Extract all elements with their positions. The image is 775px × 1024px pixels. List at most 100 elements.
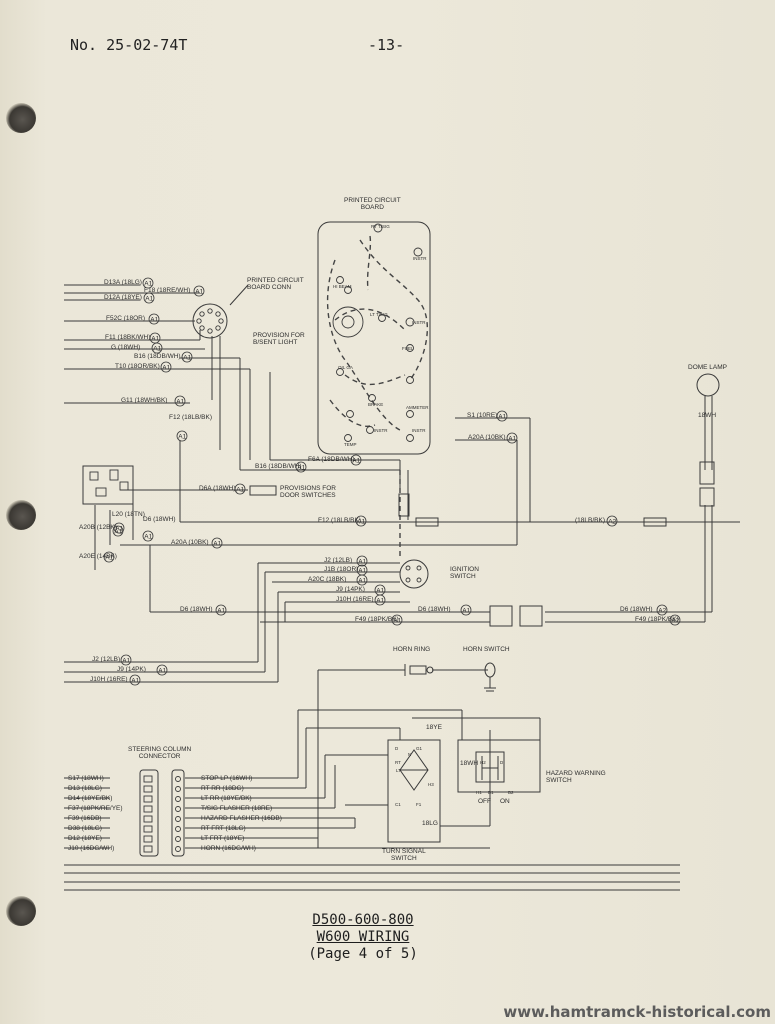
wire-label: J2 (12LB) bbox=[92, 656, 121, 663]
hazard-switch-symbol bbox=[457, 739, 541, 793]
connector-pin-label: A2 bbox=[608, 518, 616, 525]
horn-ring-symbol bbox=[404, 664, 434, 676]
title-line-1: D500-600-800 bbox=[312, 912, 414, 928]
connector-pin-label: A1 bbox=[358, 558, 366, 565]
connector-pin-label: A1 bbox=[217, 607, 225, 614]
steering-left-wire-label: D13 (18LG) bbox=[68, 785, 102, 792]
dome-lamp-label: DOME LAMP bbox=[688, 364, 728, 371]
pcb-terminal-label: BRAKE bbox=[368, 402, 384, 407]
wire-label: 18WH bbox=[460, 760, 479, 767]
turn-signal-pin-label: H3 bbox=[428, 782, 434, 787]
steering-column-connector bbox=[139, 769, 185, 857]
connector-pin-marker bbox=[112, 525, 124, 537]
connector-pin-label: A1 bbox=[376, 587, 384, 594]
connector-pin-label: A1 bbox=[144, 533, 152, 540]
steering-left-wire-label: J10 (16DG/WH) bbox=[68, 845, 115, 852]
door-switch-connector bbox=[249, 485, 277, 496]
steering-right-wire-label: RT FRT (18LG) bbox=[201, 825, 246, 832]
steering-left-wire-label: D38 (18LG) bbox=[68, 825, 102, 832]
connector-pin-marker bbox=[356, 555, 368, 567]
connector-pin-marker bbox=[142, 277, 154, 289]
connector-pin-marker bbox=[606, 515, 618, 527]
horn-ring-label: HORN RING bbox=[393, 646, 431, 653]
turn-signal-switch-label: TURN SIGNAL SWITCH bbox=[382, 848, 426, 863]
connector-pin-marker bbox=[350, 454, 362, 466]
pcb-label: PRINTED CIRCUIT BOARD bbox=[344, 197, 401, 212]
connector-pin-label: A1 bbox=[158, 667, 166, 674]
hazard-pin-label: H1 bbox=[476, 790, 482, 795]
hazard-pin-label: H2 bbox=[480, 760, 486, 765]
connector-pin-label: A1 bbox=[393, 617, 401, 624]
hazard-pin-label: OFF bbox=[478, 798, 491, 805]
wire-label: D13A (18LG) bbox=[104, 279, 142, 286]
connector-pin-label: A1 bbox=[195, 288, 203, 295]
wire-label: J1B (18OR) bbox=[324, 566, 359, 573]
connector-pin-label: A2 bbox=[658, 607, 666, 614]
connector-pin-marker bbox=[176, 430, 188, 442]
connector-pin-label: A1 bbox=[122, 657, 130, 664]
connector-pin-label: A1 bbox=[462, 607, 470, 614]
pcb-terminal-label: LT T/SIG bbox=[370, 312, 388, 317]
steering-right-wire-label: LT RR (18YE/BK) bbox=[201, 795, 252, 802]
connector-pin-marker bbox=[355, 515, 367, 527]
connector-pin-marker bbox=[129, 674, 141, 686]
turn-signal-pin-label: C1 bbox=[395, 802, 401, 807]
connector-pin-marker bbox=[506, 432, 518, 444]
connector-pin-marker bbox=[460, 604, 472, 616]
connector-pin-label: A1 bbox=[151, 335, 159, 342]
connector-pin-marker bbox=[193, 285, 205, 297]
steering-left-wire-label: S17 (18WH) bbox=[68, 775, 104, 782]
connector-pin-label: A1 bbox=[236, 486, 244, 493]
steering-right-wire-label: HORN (16DG/WH) bbox=[201, 845, 256, 852]
watermark: www.hamtramck-historical.com bbox=[503, 1003, 771, 1021]
pcb-terminal-label: INSTR bbox=[374, 428, 388, 433]
connector-pin-label: A1 bbox=[176, 398, 184, 405]
connector-pin-marker bbox=[148, 313, 160, 325]
pcb-terminal-label: INSTR bbox=[412, 320, 426, 325]
connector-pin-marker bbox=[211, 537, 223, 549]
wire-label: F12 (18LB/BK) bbox=[318, 517, 361, 524]
wire-label: A20A (10BK) bbox=[171, 539, 209, 546]
steering-right-wire-label: T/SIG FLASHER (18RE) bbox=[201, 805, 273, 812]
connector-pin-marker bbox=[151, 342, 163, 354]
wire-label: J10H (16RE) bbox=[90, 676, 128, 683]
wire-label: T10 (18OR/BK) bbox=[115, 363, 160, 370]
connector-pin-label: A1 bbox=[376, 597, 384, 604]
hazard-pin-label: ON bbox=[500, 798, 510, 805]
pcb-terminal-label: HI BEAM bbox=[333, 284, 352, 289]
hazard-pin-label: D bbox=[500, 760, 504, 765]
connector-pin-marker bbox=[356, 574, 368, 586]
wire-label: A20A (10BK) bbox=[468, 434, 506, 441]
wire-label: A20B (12BK) bbox=[79, 524, 117, 531]
ignition-switch-symbol bbox=[399, 470, 429, 589]
inline-connector bbox=[519, 605, 543, 627]
connector-pin-label: A1 bbox=[357, 518, 365, 525]
steering-column-label: STEERING COLUMN CONNECTOR bbox=[128, 746, 192, 761]
steering-right-wire-label: RT RR (18DG) bbox=[201, 785, 244, 792]
provision-light-label: PROVISION FOR B/SENT LIGHT bbox=[253, 332, 305, 347]
binder-hole bbox=[6, 896, 36, 926]
connector-pin-marker bbox=[295, 461, 307, 473]
connector-pin-label: A1 bbox=[498, 413, 506, 420]
ignition-switch-label: IGNITION SWITCH bbox=[450, 566, 479, 581]
connector-pin-label: A2 bbox=[671, 617, 679, 624]
horn-switch-label: HORN SWITCH bbox=[463, 646, 510, 653]
wire-label: F49 (18PK/BK) bbox=[635, 616, 679, 623]
wire-label: B16 (18DB/WH) bbox=[134, 353, 181, 360]
wire-label: J10H (16RE) bbox=[336, 596, 374, 603]
pcb-terminal-label: TEMP bbox=[344, 442, 357, 447]
wire-label: G11 (18WH/BK) bbox=[121, 397, 168, 404]
wire-label: 18LG bbox=[422, 820, 438, 827]
connector-pin-marker bbox=[143, 292, 155, 304]
wire-label: F49 (18PK/BK) bbox=[355, 616, 399, 623]
fuse-connector bbox=[398, 493, 410, 517]
wire-label: B16 (18DB/WH) bbox=[255, 463, 302, 470]
wire-label: D12A (18YE) bbox=[104, 294, 142, 301]
connector-pin-marker bbox=[120, 654, 132, 666]
dome-lamp-symbol bbox=[696, 373, 720, 507]
connector-pin-label: A1 bbox=[153, 345, 161, 352]
connector-pin-label: A1 bbox=[352, 457, 360, 464]
pcb-terminal-label: RT T/SIG bbox=[371, 224, 390, 229]
steering-left-wire-label: F37 (18PK/RE/YE) bbox=[68, 805, 123, 812]
wire-label: S1 (10RE) bbox=[467, 412, 498, 419]
